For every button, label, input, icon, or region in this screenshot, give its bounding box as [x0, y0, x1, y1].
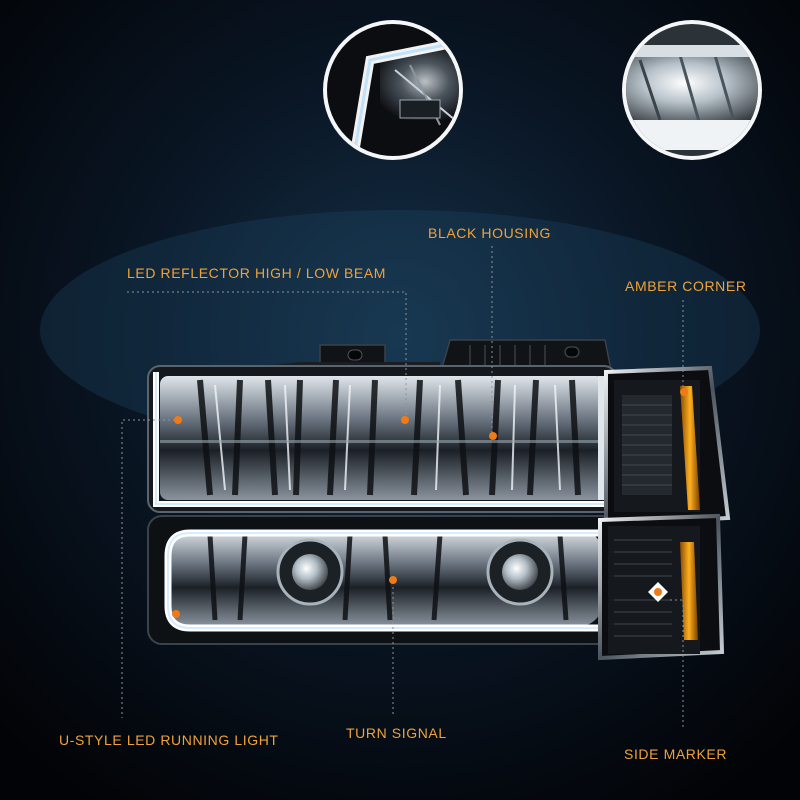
marker-dot-amber-corner: [680, 388, 688, 396]
marker-dot-side-marker: [654, 588, 662, 596]
marker-dots: [172, 388, 688, 618]
marker-dot-led-strip-lower: [172, 610, 180, 618]
leader-lines: [121, 246, 684, 730]
lower-corner-lamp: [598, 513, 725, 661]
callout-amber-corner: AMBER CORNER: [625, 278, 747, 294]
marker-dot-turn-signal: [389, 576, 397, 584]
callout-black-housing: BLACK HOUSING: [428, 225, 551, 241]
upper-headlight: [147, 365, 617, 513]
upper-corner-lamp: [604, 365, 731, 527]
callout-u-style-led: U-STYLE LED RUNNING LIGHT: [59, 732, 279, 748]
marker-dot-reflector: [401, 416, 409, 424]
callout-led-reflector: LED REFLECTOR HIGH / LOW BEAM: [127, 265, 387, 281]
marker-dot-led-strip-upper: [174, 416, 182, 424]
lower-headlight: [147, 515, 617, 645]
marker-dot-housing: [489, 432, 497, 440]
callout-turn-signal: TURN SIGNAL: [346, 725, 447, 741]
callout-side-marker: SIDE MARKER: [624, 746, 728, 762]
detail-circle-running-light: [323, 20, 463, 160]
detail-circle-lens: [622, 20, 762, 160]
